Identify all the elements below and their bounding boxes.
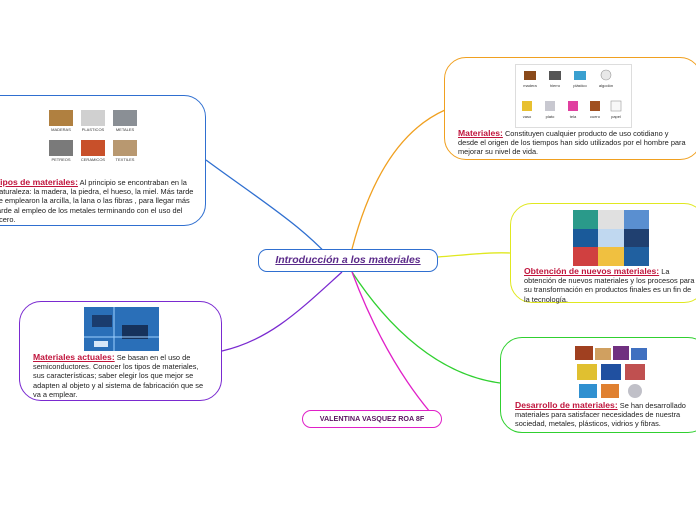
image-label: PETREOS [51, 157, 71, 162]
node-heading: Tipos de materiales: [0, 177, 78, 187]
image-label: vaso [522, 114, 532, 119]
node-body: Se han desarrollado materiales para sati… [515, 401, 686, 429]
image-label: hierro [549, 83, 561, 88]
node-body: Se basan en el uso de semiconductores. C… [33, 353, 204, 399]
materials-examples-image: madera hierro plástico algodón vaso plat… [515, 64, 632, 128]
image-label: MADERAS [51, 127, 71, 132]
image-label: TEXTILES [115, 157, 135, 162]
image-label: PLASTICOS [81, 127, 105, 132]
node-body: Al principio se encontraban en la natura… [0, 178, 194, 224]
node-heading: Materiales: [458, 128, 503, 138]
image-label: madera [523, 83, 537, 88]
central-topic[interactable]: Introducción a los materiales [258, 249, 438, 272]
materials-collage-image [573, 210, 649, 266]
image-label: METALES [115, 127, 135, 132]
image-label: cuero [589, 114, 600, 119]
image-label: plato [545, 114, 555, 119]
node-materiales-actuales[interactable]: Materiales actuales: Se basan en el uso … [19, 301, 222, 401]
node-text: Tipos de materiales: Al principio se enc… [0, 177, 195, 224]
node-desarrollo-de-materiales[interactable]: Desarrollo de materiales: Se han desarro… [500, 337, 696, 433]
link-materiales [351, 109, 446, 250]
link-desarrollo [351, 271, 501, 384]
node-text: Materiales actuales: Se basan en el uso … [33, 352, 209, 399]
node-materiales[interactable]: madera hierro plástico algodón vaso plat… [444, 57, 696, 160]
node-body: La obtención de nuevos materiales y los … [524, 267, 695, 304]
node-heading: Obtención de nuevos materiales: [524, 266, 660, 276]
link-obtencion [437, 252, 511, 258]
node-text: Desarrollo de materiales: Se han desarro… [515, 400, 696, 429]
node-heading: Desarrollo de materiales: [515, 400, 618, 410]
image-label: CERAMICOS [80, 157, 106, 162]
image-label: algodón [598, 83, 614, 88]
material-types-image: MADERAS PLASTICOS METALES PETREOS CERAMI… [47, 108, 139, 166]
node-text: Materiales: Constituyen cualquier produc… [458, 128, 690, 157]
products-collage-image [573, 344, 649, 400]
circuit-board-image [84, 307, 159, 351]
node-body: Constituyen cualquier producto de uso co… [458, 129, 686, 157]
node-heading: Materiales actuales: [33, 352, 115, 362]
author-node[interactable]: VALENTINA VASQUEZ ROA 8F [302, 410, 442, 428]
image-label: papel [611, 114, 621, 119]
link-actuales [221, 271, 343, 352]
node-obtencion-nuevos-materiales[interactable]: Obtención de nuevos materiales: La obten… [510, 203, 696, 304]
node-tipos-de-materiales[interactable]: MADERAS PLASTICOS METALES PETREOS CERAMI… [0, 95, 206, 226]
image-label: tela [569, 114, 577, 119]
image-label: plástico [573, 83, 587, 88]
node-text: Obtención de nuevos materiales: La obten… [524, 266, 696, 304]
link-author [351, 271, 431, 413]
